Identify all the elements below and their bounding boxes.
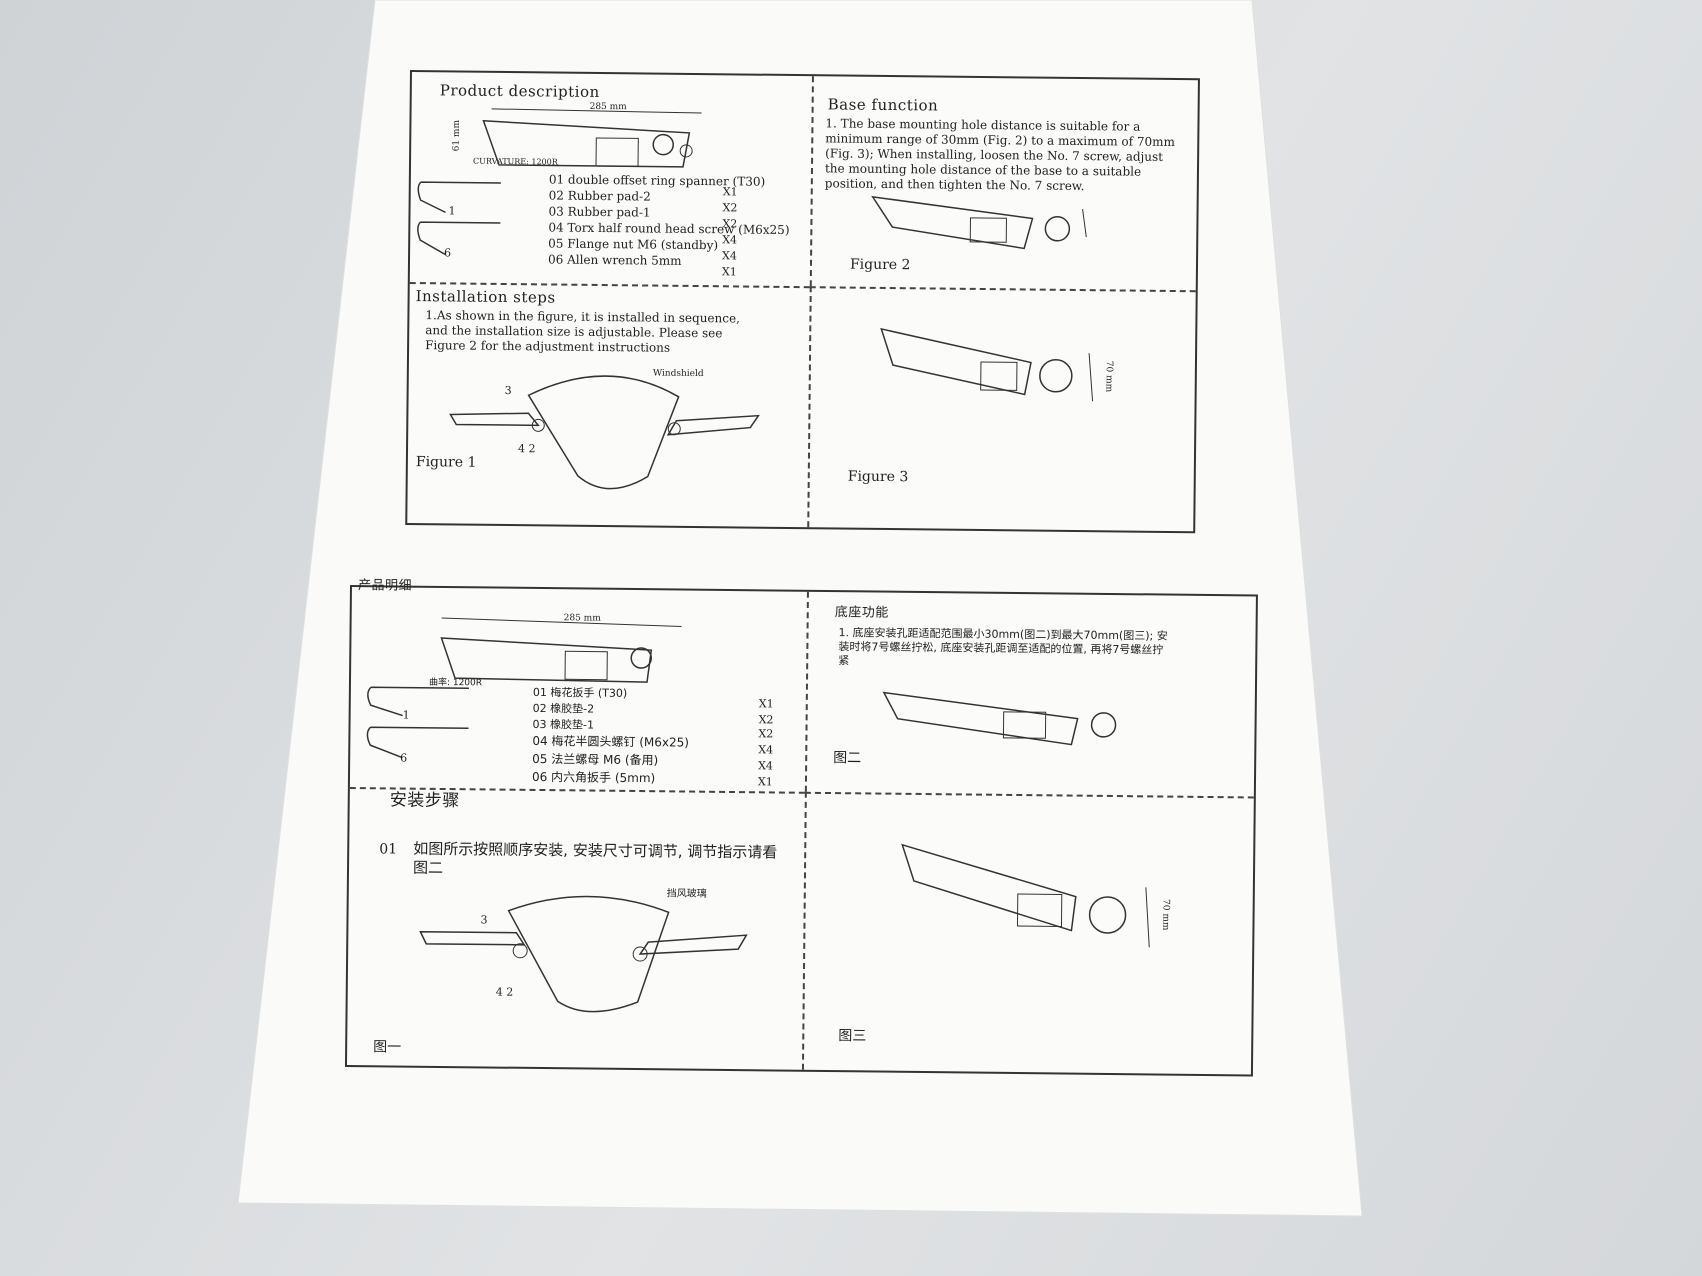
qty-01: X1 (722, 185, 738, 199)
callout-4-2: 4 2 (517, 442, 536, 456)
part-06: 06 Allen wrench 5mm (547, 252, 682, 268)
chinese-instruction-panel: 产品明细 285 mm 曲率: 1200R 1 6 01 梅花扳手 (T30) … (344, 578, 1258, 1077)
cn-qty-05: X4 (758, 759, 774, 773)
cn-qty-03: X2 (758, 727, 774, 741)
cn-install-section: 安装步骤 01 如图所示按照顺序安装, 安装尺寸可调节, 调节指示请看图二 挡风… (346, 787, 805, 1070)
cn-figure-3-dimension: 70 mm (1160, 898, 1171, 931)
cn-mirror-drawing (366, 617, 682, 759)
english-instruction-panel: Product description 285 mm 61 mm CURVATU… (405, 70, 1200, 534)
cn-qty-02: X2 (758, 713, 774, 727)
cn-base-section: 底座功能 1. 底座安装孔距适配范围最小30mm(图二)到最大70mm(图三);… (804, 591, 1256, 797)
cn-qty-01: X1 (758, 697, 774, 711)
qty-02: X2 (722, 201, 738, 215)
qty-06: X1 (721, 265, 737, 279)
part-03: 03 Rubber pad-1 (548, 204, 651, 220)
part-04: 04 Torx half round head screw (M6x25) (548, 220, 790, 237)
cn-part-01: 01 梅花扳手 (T30) (532, 685, 628, 700)
cn-qty-06: X1 (757, 775, 773, 789)
callout-1: 1 (448, 204, 456, 218)
figure-3-caption: Figure 3 (847, 468, 909, 486)
cn-part-02: 02 橡胶垫-2 (532, 701, 595, 716)
mirror-drawing (417, 108, 702, 256)
callout-3: 3 (504, 384, 512, 398)
cn-callout-6: 6 (400, 751, 408, 765)
cn-callout-3: 3 (480, 913, 488, 927)
cn-part-05: 05 法兰螺母 M6 (备用) (532, 751, 659, 768)
cn-callout-4-2: 4 2 (495, 985, 514, 999)
qty-05: X4 (722, 249, 737, 263)
cn-product-section: 产品明细 285 mm 曲率: 1200R 1 6 01 梅花扳手 (T30) … (350, 578, 807, 792)
cn-part-06: 06 内六角扳手 (5mm) (531, 769, 656, 786)
base-function-section: Base function 1. The base mounting hole … (809, 76, 1198, 291)
cn-part-03: 03 橡胶垫-1 (532, 717, 595, 732)
qty-04: X4 (722, 233, 738, 247)
figure-1-drawing (449, 375, 760, 490)
figure-1-caption: Figure 1 (415, 454, 477, 471)
cn-windshield-label: 挡风玻璃 (666, 888, 707, 900)
qty-03: X2 (722, 217, 738, 231)
cn-qty-04: X4 (758, 743, 774, 757)
cn-figure-3-section: 70 mm 图三 (801, 791, 1254, 1075)
callout-6: 6 (444, 246, 452, 260)
cn-figure-1-drawing (419, 895, 748, 1013)
figure-3-drawing (880, 327, 1094, 402)
cn-part-04: 04 梅花半圆头螺钉 (M6x25) (532, 733, 690, 750)
part-02: 02 Rubber pad-2 (548, 188, 651, 204)
figure-3-section: 70 mm Figure 3 (807, 286, 1196, 532)
cn-figure-3-caption: 图三 (838, 1028, 867, 1045)
figure-2-caption: Figure 2 (849, 256, 911, 274)
cn-figure-3-drawing (901, 843, 1150, 948)
product-description-section: Product description 285 mm 61 mm CURVATU… (410, 72, 812, 286)
part-05: 05 Flange nut M6 (standby) (548, 236, 719, 253)
windshield-label: Windshield (652, 368, 704, 380)
installation-steps-section: Installation steps 1.As shown in the fig… (407, 282, 810, 528)
figure-2-drawing (871, 195, 1087, 250)
cn-figure-2-drawing (882, 691, 1117, 746)
figure-3-dimension: 70 mm (1103, 360, 1114, 393)
cn-callout-1: 1 (402, 708, 410, 722)
cn-figure-2-caption: 图二 (833, 750, 862, 767)
cn-figure-1-caption: 图一 (373, 1039, 402, 1056)
